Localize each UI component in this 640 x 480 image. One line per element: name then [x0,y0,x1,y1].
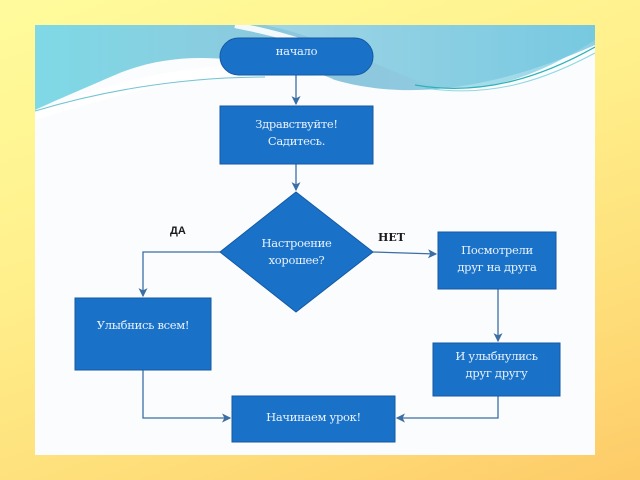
look-line-1: Посмотрели [461,243,533,257]
node-greeting [219,105,374,165]
start-label: начало [275,43,318,58]
edge-label-yes: ДА [170,225,186,237]
node-smile-all [74,297,212,371]
node-start [219,37,374,76]
node-smile-each-text: И улыбнулись друг другу [433,343,560,387]
node-look [437,231,557,290]
node-start-text: начало [220,38,373,64]
decision-line-1: Настроение [261,236,332,250]
decision-line-2: хорошее? [268,253,325,267]
connector-decision-no [372,249,438,259]
greeting-line-1: Здравствуйте! [255,117,338,131]
begin-label: Начинаем урок! [266,409,361,424]
smile-each-line-1: И улыбнулись [455,349,538,363]
node-smile-all-text: Улыбнись всем! [75,310,211,340]
greeting-line-2: Садитесь. [267,134,326,148]
node-greeting-text: Здравствуйте! Садитесь. [220,106,373,160]
node-decision-text: Настроение хорошее? [240,230,353,274]
connector-smileeach-begin [395,396,499,423]
smile-each-line-2: друг другу [465,366,528,380]
node-smile-each [432,342,561,397]
node-look-text: Посмотрели друг на друга [438,234,556,284]
node-decision [219,191,374,313]
connector-decision-yes [138,251,220,298]
edge-label-no: НЕТ [378,231,405,244]
look-line-2: друг на друга [457,260,537,274]
node-begin-text: Начинаем урок! [232,396,395,438]
connector-smileall-begin [142,370,232,423]
node-begin [231,395,396,443]
smile-all-label: Улыбнись всем! [96,317,190,332]
